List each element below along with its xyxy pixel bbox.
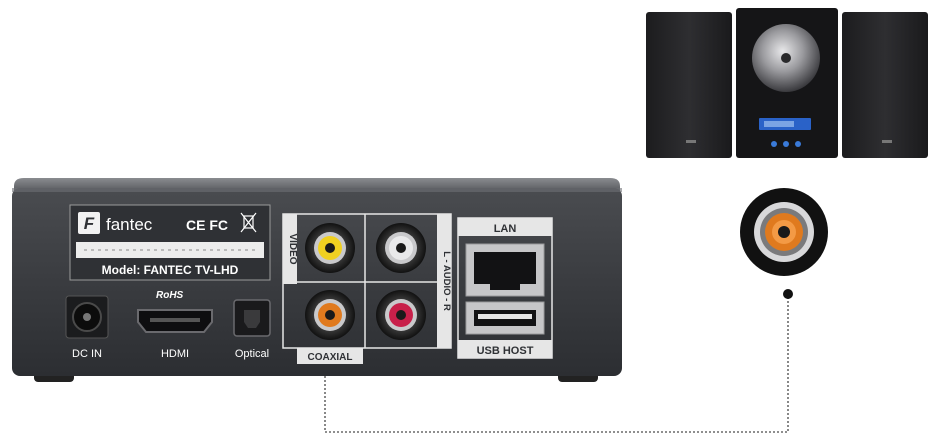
media-player: F fantec CE FC Model: FANTEC TV-LHD RoHS… [12,178,622,382]
av-connector-block: VIDEO L - AUDIO - R COAXIAL [282,213,452,364]
hdmi-label: HDMI [161,348,189,360]
left-speaker [646,12,732,158]
coaxial-rca-jack [305,290,355,340]
video-rca-jack [305,223,355,273]
cable-end-dot [783,289,793,299]
lan-port [465,243,545,297]
right-speaker [842,12,928,158]
certification-marks: CE FC [186,217,228,233]
optical-port [233,299,271,337]
lan-label: LAN [494,223,517,235]
usb-host-port [465,301,545,335]
usb-host-label: USB HOST [477,345,534,357]
brand-logo [78,212,100,234]
model-label: F fantec CE FC Model: FANTEC TV-LHD [69,204,271,281]
brand-name: fantec [106,215,153,234]
audio-label: L - AUDIO - R [441,251,452,311]
rohs-mark: RoHS [156,290,184,301]
audio-left-rca-jack [376,223,426,273]
coaxial-label: COAXIAL [308,352,353,363]
lan-usb-block: LAN USB HOST [457,217,553,359]
dc-in-label: DC IN [72,348,102,360]
weee-icon [240,212,257,233]
coax-jack-icon [740,188,828,276]
hdmi-port [137,309,213,333]
optical-label: Optical [235,348,269,360]
audio-right-rca-jack [376,290,426,340]
brand-logo-mark: F [84,214,95,233]
stereo-system [646,8,928,158]
dc-in-port [65,295,109,339]
video-label: VIDEO [287,233,298,264]
model-text: Model: FANTEC TV-LHD [102,263,239,277]
